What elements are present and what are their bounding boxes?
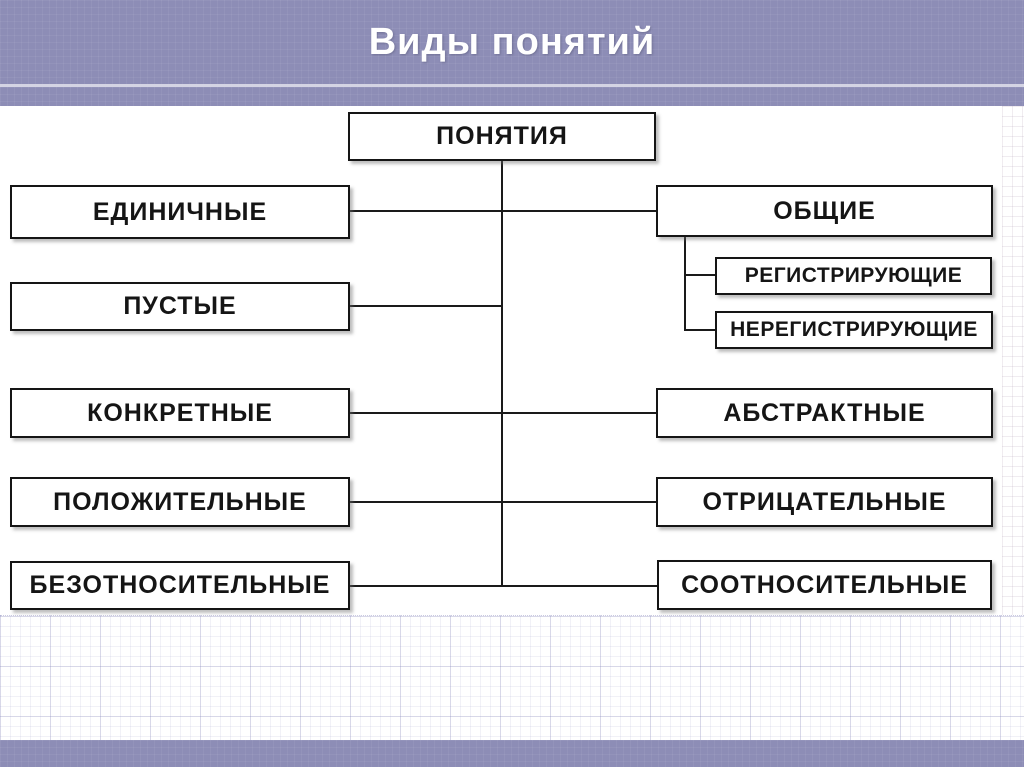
box-singular: ЕДИНИЧНЫЕ	[10, 185, 350, 239]
box-nonregistering-label: НЕРЕГИСТРИРУЮЩИЕ	[730, 318, 978, 341]
header-sub-band	[0, 87, 1024, 106]
box-empty-label: ПУСТЫЕ	[123, 292, 237, 320]
box-concepts-root: ПОНЯТИЯ	[348, 112, 656, 161]
box-abstract-label: АБСТРАКТНЫЕ	[723, 398, 926, 427]
box-nonrelative-label: БЕЗОТНОСИТЕЛЬНЫЕ	[29, 571, 331, 599]
box-concrete-label: КОНКРЕТНЫЕ	[87, 398, 273, 427]
slide-title: Виды понятий	[368, 20, 656, 63]
box-negative-label: ОТРИЦАТЕЛЬНЫЕ	[702, 487, 947, 516]
connector-trunk-vertical	[501, 161, 503, 587]
connector-nonregistering	[685, 329, 715, 331]
box-registering: РЕГИСТРИРУЮЩИЕ	[715, 257, 992, 295]
box-relative-label: СООТНОСИТЕЛЬНЫЕ	[681, 570, 968, 599]
right-edge-texture	[1002, 106, 1024, 615]
graph-paper-footer	[0, 615, 1024, 741]
box-empty: ПУСТЫЕ	[10, 282, 350, 331]
footer-band	[0, 740, 1024, 767]
box-nonregistering: НЕРЕГИСТРИРУЮЩИЕ	[715, 311, 993, 349]
connector-empty	[349, 305, 503, 307]
connector-nonrelative-relative	[349, 585, 657, 587]
box-positive-label: ПОЛОЖИТЕЛЬНЫЕ	[53, 487, 307, 516]
connector-singular-general	[349, 210, 656, 212]
diagram-canvas	[0, 106, 1024, 615]
box-singular-label: ЕДИНИЧНЫЕ	[92, 197, 268, 226]
box-nonrelative: БЕЗОТНОСИТЕЛЬНЫЕ	[10, 561, 350, 610]
header-separator-line	[0, 84, 1024, 87]
header-band	[0, 0, 1024, 84]
box-general-label: ОБЩИЕ	[773, 196, 876, 225]
box-concepts-root-label: ПОНЯТИЯ	[436, 122, 568, 150]
box-abstract: АБСТРАКТНЫЕ	[656, 388, 993, 438]
box-positive: ПОЛОЖИТЕЛЬНЫЕ	[10, 477, 350, 527]
connector-general-subtree-vertical	[684, 236, 686, 331]
connector-positive-negative	[349, 501, 656, 503]
box-relative: СООТНОСИТЕЛЬНЫЕ	[657, 560, 992, 610]
box-concrete: КОНКРЕТНЫЕ	[10, 388, 350, 438]
box-general: ОБЩИЕ	[656, 185, 993, 237]
box-negative: ОТРИЦАТЕЛЬНЫЕ	[656, 477, 993, 527]
connector-concrete-abstract	[349, 412, 656, 414]
connector-registering	[685, 274, 715, 276]
box-registering-label: РЕГИСТРИРУЮЩИЕ	[744, 264, 963, 287]
